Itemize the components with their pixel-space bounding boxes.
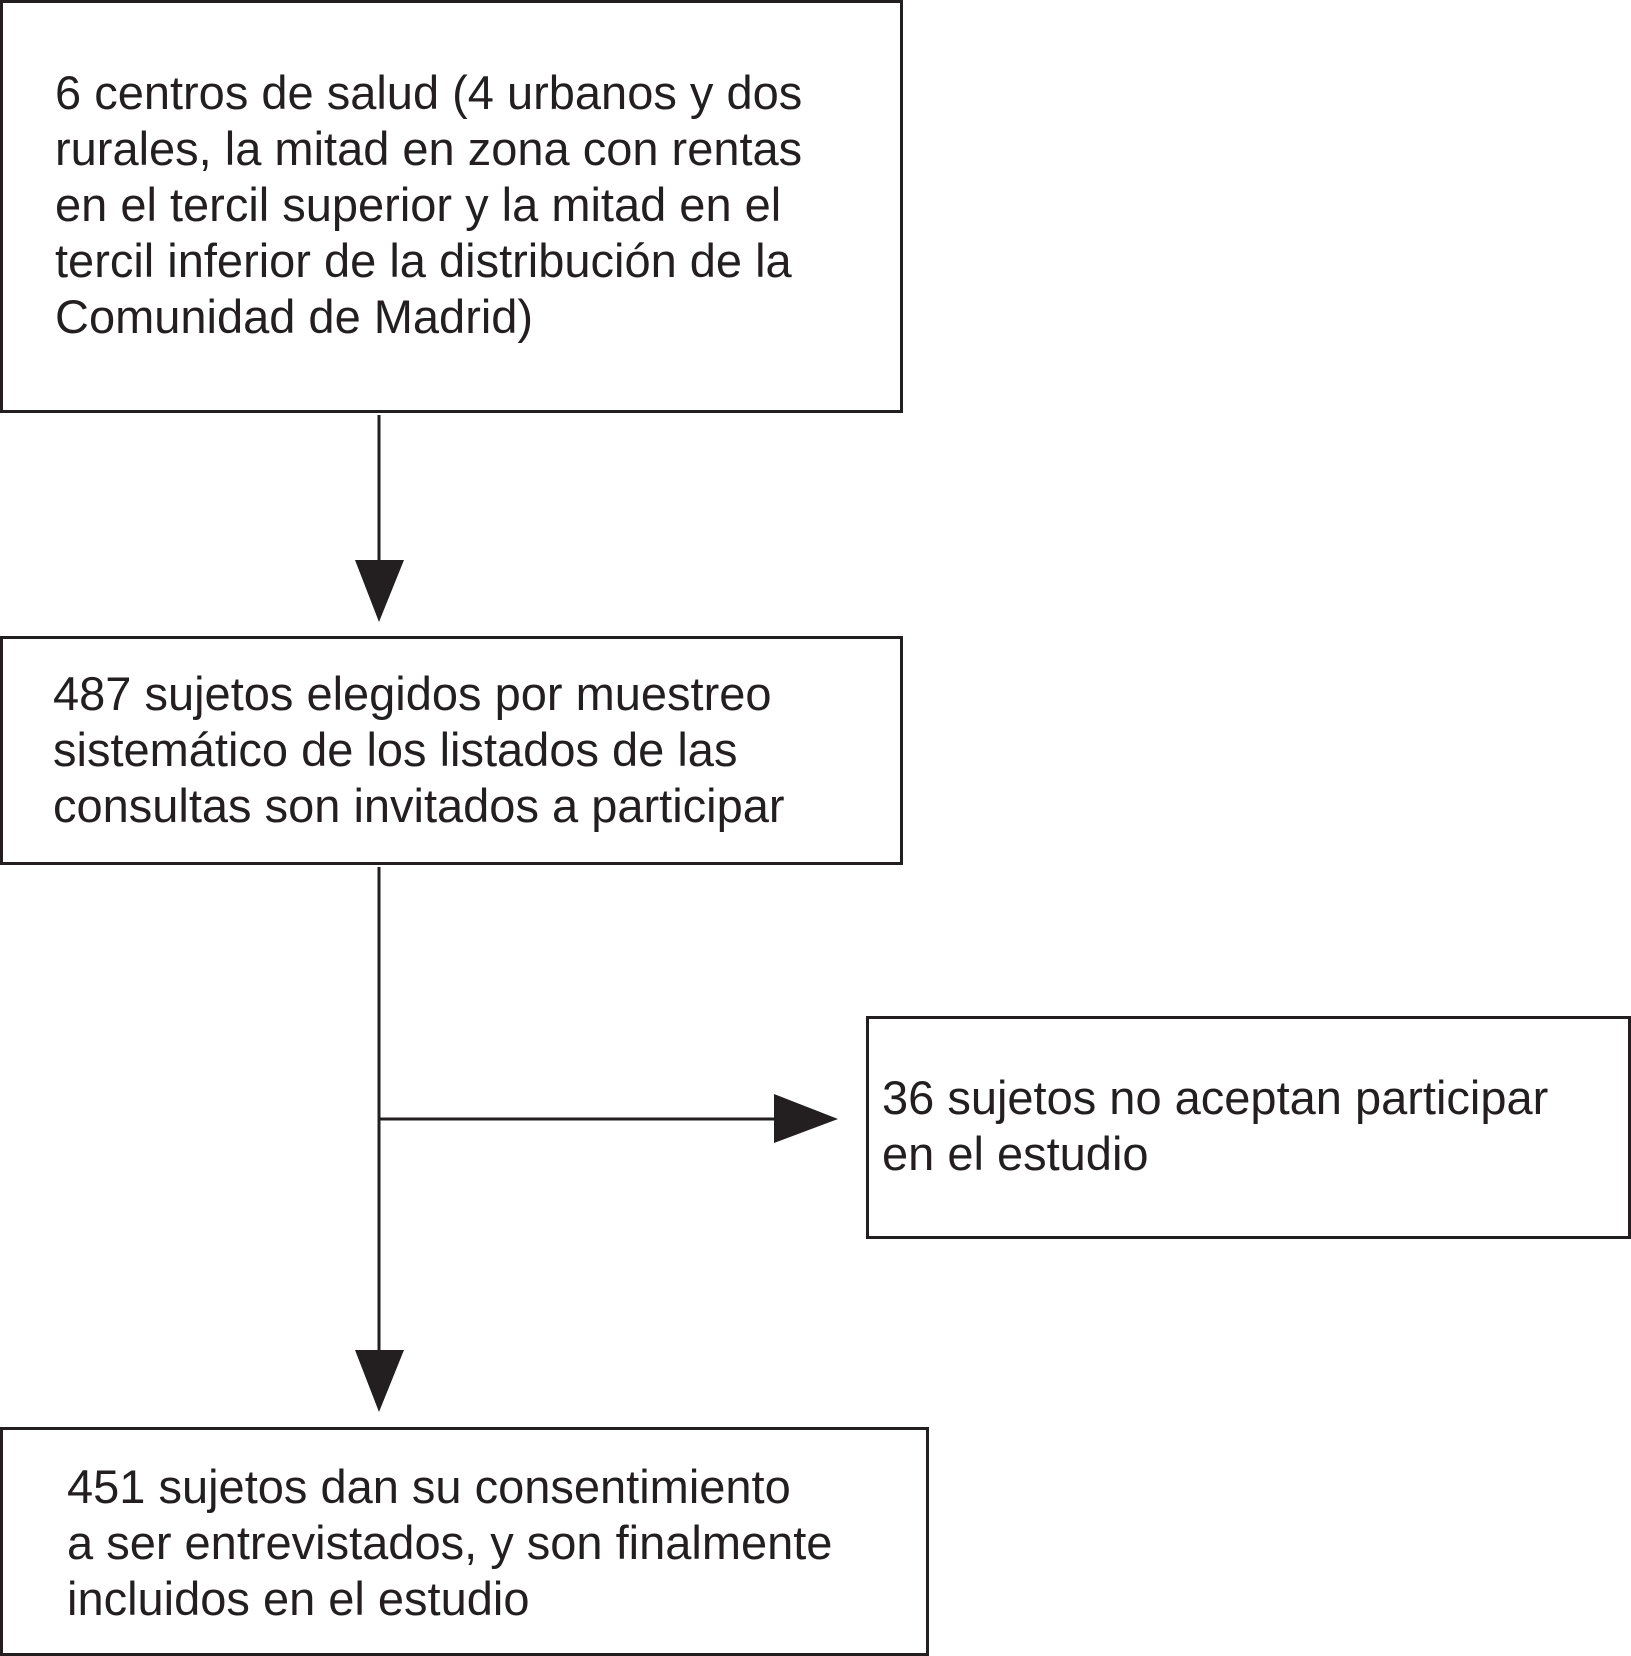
node-centros-de-salud-text: 6 centros de salud (4 urbanos y dos rura… [55,66,803,343]
node-sujetos-incluidos: 451 sujetos dan su consentimiento a ser … [0,1427,929,1656]
arrow-invitados-to-rechazan [379,1094,838,1143]
node-sujetos-no-aceptan-text: 36 sujetos no aceptan participar en el e… [882,1071,1549,1180]
node-sujetos-invitados-text: 487 sujetos elegidos por muestreo sistem… [53,667,785,832]
node-sujetos-invitados: 487 sujetos elegidos por muestreo sistem… [0,636,903,865]
node-sujetos-no-aceptan: 36 sujetos no aceptan participar en el e… [866,1016,1631,1239]
arrow-invitados-to-incluidos [355,867,404,1412]
arrow-centros-to-invitados [355,415,404,622]
node-sujetos-incluidos-text: 451 sujetos dan su consentimiento a ser … [67,1460,833,1625]
node-centros-de-salud: 6 centros de salud (4 urbanos y dos rura… [0,0,903,413]
